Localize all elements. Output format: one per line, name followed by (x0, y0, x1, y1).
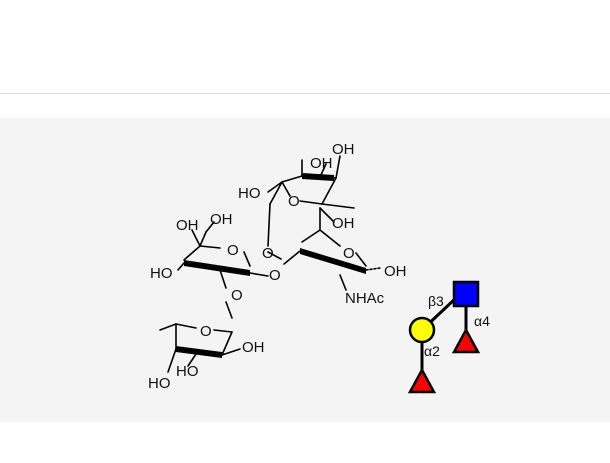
label-ho-fuc-top: HO (238, 185, 261, 202)
structural-formula: OH OH HO O OH O OH NHAc O O OH OH HO O O… (148, 141, 407, 392)
fucose-triangle-bottom (407, 367, 437, 394)
label-nhac: NHAc (345, 290, 385, 307)
label-oh-gal-b: OH (176, 217, 199, 234)
label-o-link-gal-glcnac: O (269, 267, 281, 284)
label-oh-gal-a: OH (210, 211, 233, 228)
label-o-fuc-top-ring: O (288, 193, 300, 210)
label-o-link-fuc-glcnac: O (262, 245, 274, 262)
linkage-alpha2: α2 (424, 343, 440, 359)
label-o-gal-ring: O (227, 242, 239, 259)
label-oh-fuc-bottom: OH (242, 339, 265, 356)
label-ho-fuc-bottom-b: HO (148, 375, 171, 392)
structure-panel: OH OH HO O OH O OH NHAc O O OH OH HO O O… (0, 118, 610, 422)
gal-circle (408, 316, 436, 344)
glcnac-square (452, 280, 480, 308)
label-o-fuc-bottom-ring: O (200, 323, 212, 340)
snfg-symbols: β3 α4 α2 (407, 280, 490, 394)
label-ho-fuc-bottom-a: HO (176, 363, 199, 380)
label-oh-glcnac-anomeric: OH (384, 263, 407, 280)
linkage-beta3: β3 (428, 293, 444, 309)
glycan-figure: OH OH HO O OH O OH NHAc O O OH OH HO O O… (148, 141, 490, 394)
label-ho-gal: HO (150, 265, 173, 282)
linkage-alpha4: α4 (474, 313, 490, 329)
label-oh-fuc-top-a: OH (332, 141, 355, 158)
label-o-glcnac-ring: O (343, 245, 355, 262)
fucose-top-ring (267, 155, 355, 247)
label-oh-fuc-top-b: OH (310, 155, 333, 172)
galactose-ring (177, 221, 269, 289)
fucose-triangle-right (451, 327, 481, 354)
label-o-link-fuc-gal: O (231, 287, 243, 304)
glcnac-ring (267, 207, 381, 291)
header-area (0, 0, 610, 93)
divider (0, 93, 610, 94)
fucose-bottom-ring (159, 301, 241, 373)
label-oh-glcnac-c6: OH (332, 215, 355, 232)
